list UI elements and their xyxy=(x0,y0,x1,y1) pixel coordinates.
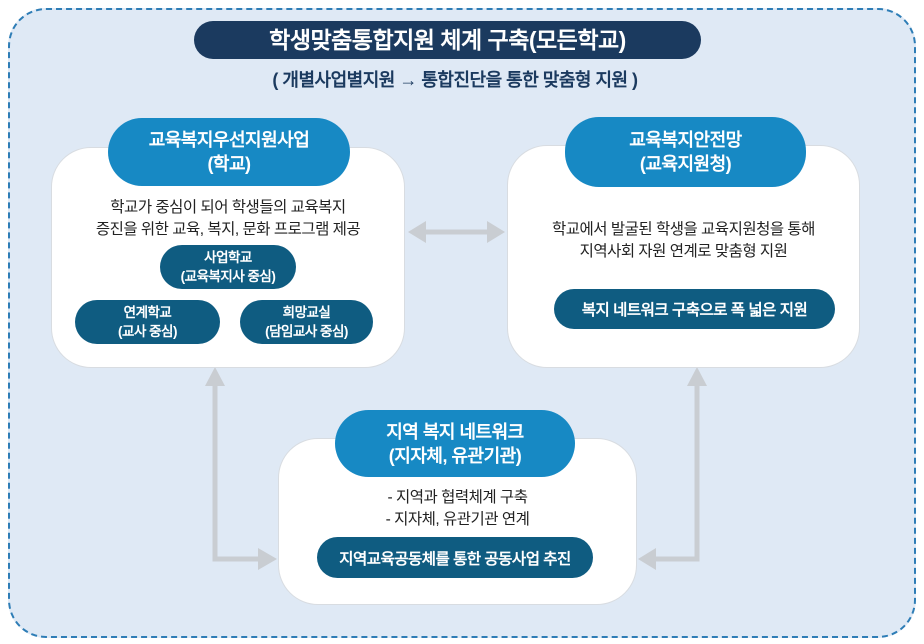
page-title: 학생맞춤통합지원 체계 구축(모든학교) xyxy=(194,21,701,59)
office-card-badge: 복지 네트워크 구축으로 폭 넓은 지원 xyxy=(554,289,835,329)
region-card-description: - 지역과 협력체계 구축 - 지자체, 유관기관 연계 xyxy=(284,487,631,531)
school-type-pill-hope-line2: (담임교사 중심) xyxy=(265,324,348,339)
school-card-description-line1: 학교가 중심이 되어 학생들의 교육복지 xyxy=(110,199,346,216)
left-right-arrow-icon xyxy=(408,221,505,243)
school-type-pill-business-line2: (교육복지사 중심) xyxy=(180,269,276,284)
school-card-header-line1: 교육복지우선지원사업 xyxy=(148,130,310,150)
school-card-header: 교육복지우선지원사업 (학교) xyxy=(108,118,350,186)
school-card-header-line2: (학교) xyxy=(207,154,251,174)
region-card-description-line2: - 지자체, 유관기관 연계 xyxy=(385,511,530,528)
office-card-header-line1: 교육복지안전망 xyxy=(629,130,742,150)
region-card-header-line2: (지자체, 유관기관) xyxy=(388,445,522,466)
office-region-arrow-icon xyxy=(638,367,707,570)
page-subtitle: ( 개별사업별지원 → 통합진단을 통한 맞춤형 지원 ) xyxy=(272,70,638,90)
office-card-header: 교육복지안전망 (교육지원청) xyxy=(565,117,806,187)
school-type-pill-hope-line1: 희망교실 xyxy=(282,305,331,320)
region-card-header: 지역 복지 네트워크 (지자체, 유관기관) xyxy=(335,410,575,477)
school-type-pill-linked-line2: (교사 중심) xyxy=(118,324,177,339)
school-type-pill-linked-line1: 연계학교 xyxy=(123,305,172,320)
office-card-header-line2: (교육지원청) xyxy=(639,154,732,174)
office-card-description: 학교에서 발굴된 학생을 교육지원청을 통해 지역사회 자원 연계로 맞춤형 지… xyxy=(513,219,854,263)
school-card-description-line2: 증진을 위한 교육, 복지, 문화 프로그램 제공 xyxy=(95,221,361,238)
office-card-description-line2: 지역사회 자원 연계로 맞춤형 지원 xyxy=(579,243,788,260)
school-type-pill-linked: 연계학교 (교사 중심) xyxy=(75,300,220,344)
school-region-arrow-icon xyxy=(205,367,277,570)
region-card-description-line1: - 지역과 협력체계 구축 xyxy=(387,489,528,506)
school-type-pill-business-line1: 사업학교 xyxy=(204,250,252,265)
school-card-description: 학교가 중심이 되어 학생들의 교육복지 증진을 위한 교육, 복지, 문화 프… xyxy=(57,197,399,241)
school-type-pill-hope: 희망교실 (담임교사 중심) xyxy=(240,300,373,344)
school-type-pill-business: 사업학교 (교육복지사 중심) xyxy=(160,245,296,289)
region-card-badge: 지역교육공동체를 통한 공동사업 추진 xyxy=(317,537,593,578)
office-card-description-line1: 학교에서 발굴된 학생을 교육지원청을 통해 xyxy=(552,221,815,238)
region-card-header-line1: 지역 복지 네트워크 xyxy=(386,421,524,442)
